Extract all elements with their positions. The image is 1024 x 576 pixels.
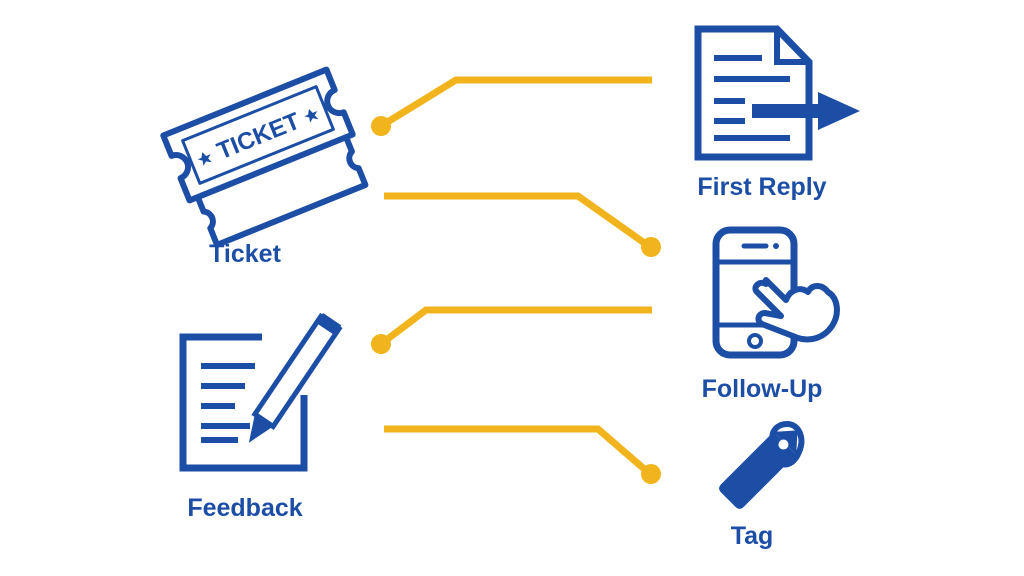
- tag-icon: [719, 420, 805, 509]
- connectors: [371, 76, 661, 484]
- follow-up-label: Follow-Up: [702, 375, 823, 403]
- document-arrow-icon: [694, 25, 860, 161]
- connector-feedback-tag: [384, 425, 661, 484]
- pencil-paper-icon: [179, 312, 343, 472]
- ticket-icon: TICKET: [160, 66, 369, 248]
- phone-tap-icon: [712, 226, 840, 359]
- connector-ticket-first-reply: [371, 76, 652, 136]
- tag-label: Tag: [731, 522, 774, 550]
- connector-feedback-follow-up: [371, 306, 652, 354]
- ticket-label: Ticket: [209, 240, 281, 268]
- connector-ticket-follow-up: [384, 192, 661, 257]
- feedback-label: Feedback: [187, 494, 302, 522]
- first-reply-label: First Reply: [697, 173, 826, 201]
